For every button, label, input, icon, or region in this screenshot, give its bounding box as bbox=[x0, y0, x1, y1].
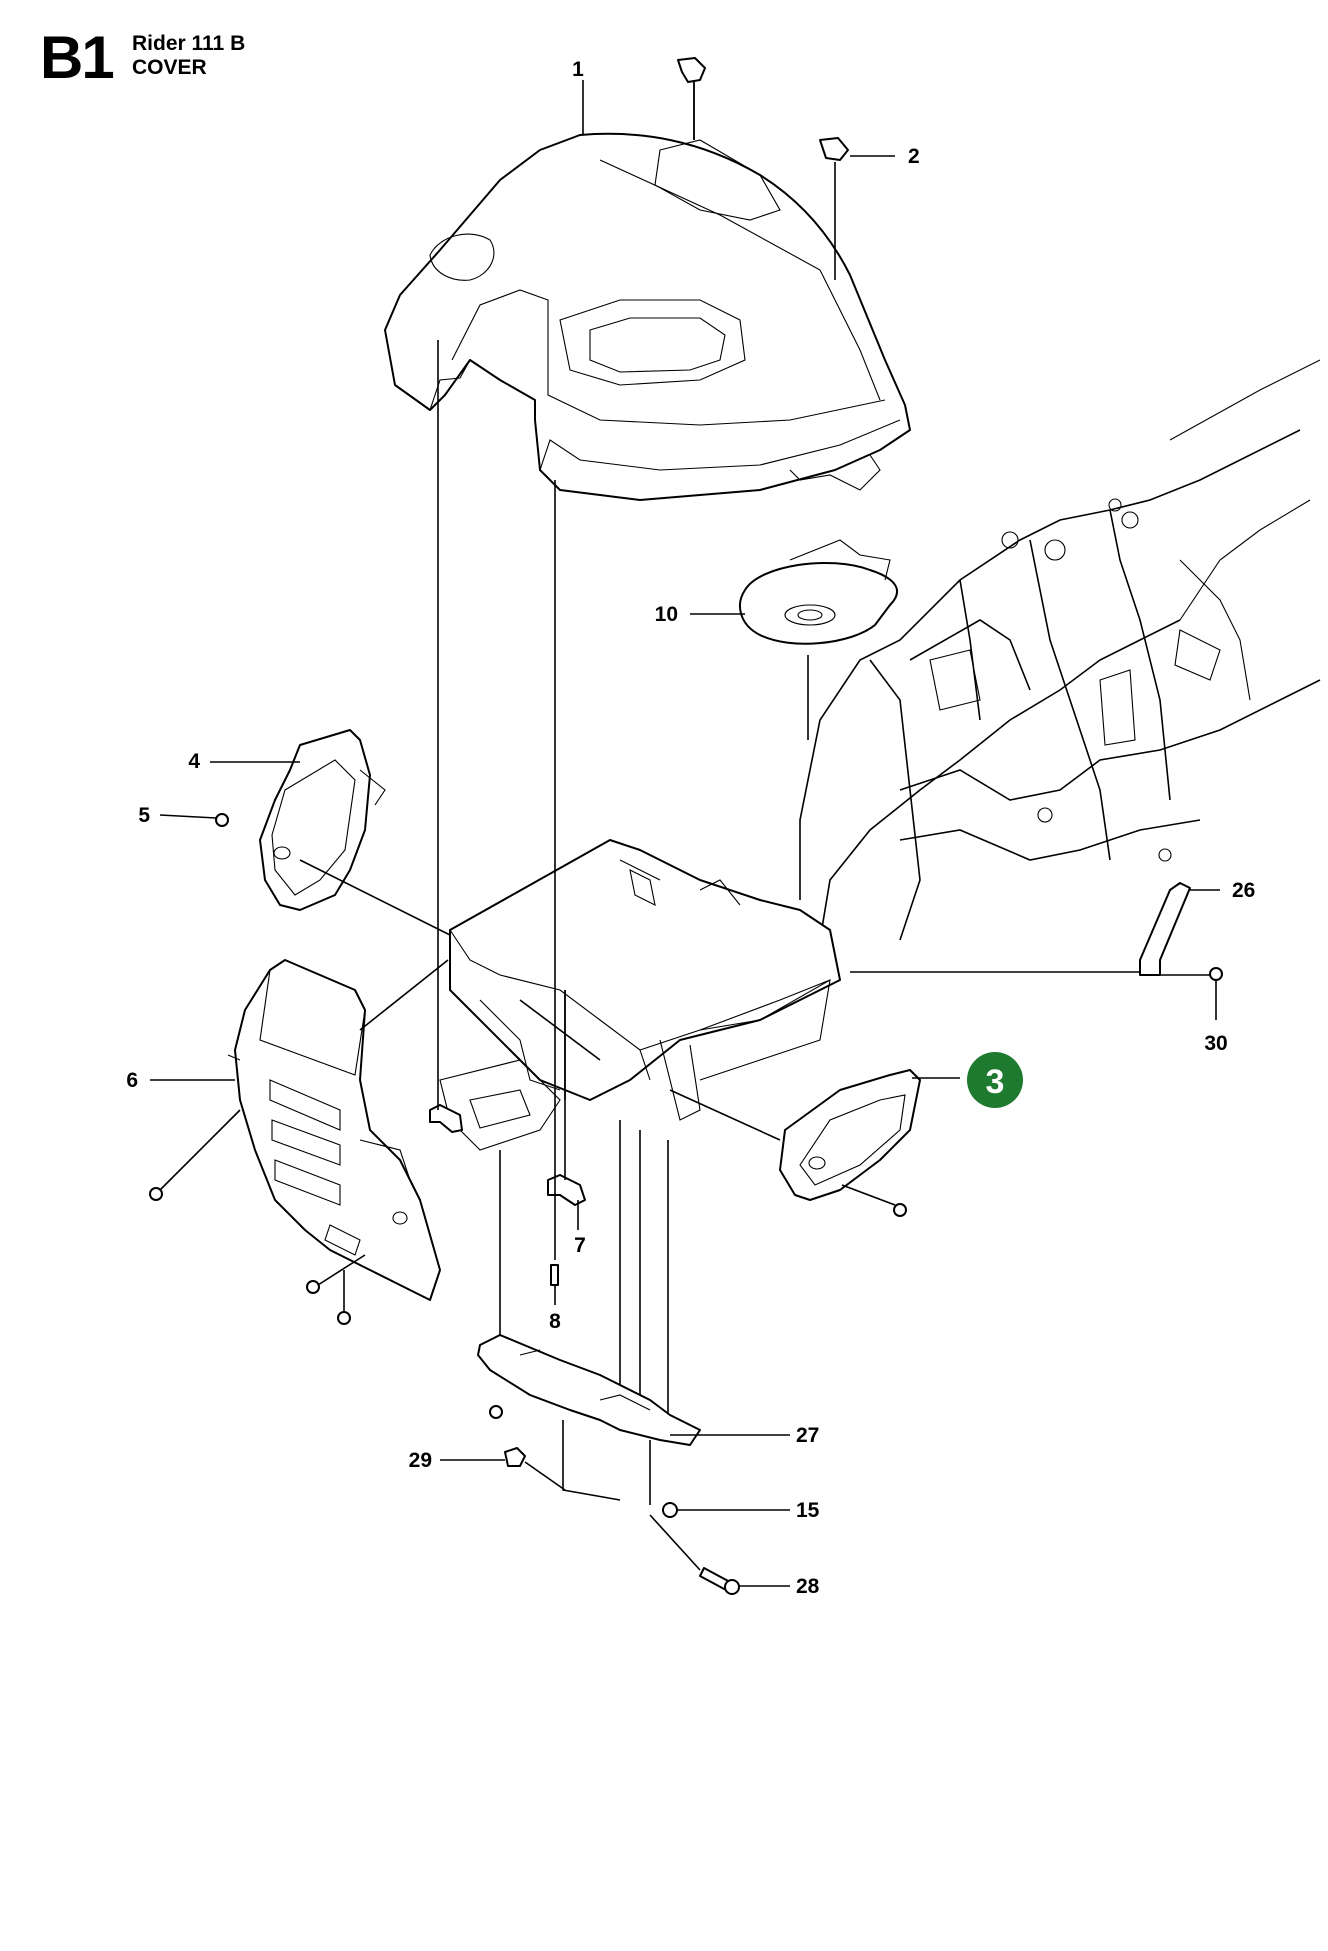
pedestal bbox=[439, 1059, 669, 1430]
clip-lower-left[interactable] bbox=[429, 1104, 463, 1133]
part-label-30: 30 bbox=[1204, 1032, 1227, 1055]
bolt-part-15[interactable] bbox=[662, 1502, 678, 1518]
side-cover-part-3[interactable] bbox=[669, 1069, 921, 1201]
part-label-4: 4 bbox=[188, 750, 200, 773]
nut-part-29[interactable] bbox=[504, 1447, 526, 1467]
part-label-6: 6 bbox=[126, 1069, 138, 1092]
pan-part-10[interactable] bbox=[739, 539, 898, 740]
model-name: Rider 111 B bbox=[132, 32, 246, 55]
screw-part-8[interactable] bbox=[550, 1264, 559, 1286]
part-label-8: 8 bbox=[549, 1310, 561, 1333]
hood-clip-2[interactable] bbox=[819, 137, 849, 161]
rod-part-26[interactable] bbox=[1139, 882, 1191, 976]
part-label-29: 29 bbox=[409, 1449, 432, 1472]
bolt-part-28[interactable] bbox=[699, 1567, 740, 1595]
screw-part-30[interactable] bbox=[1209, 967, 1223, 981]
rider-frame bbox=[799, 359, 1321, 941]
part-label-15: 15 bbox=[796, 1499, 820, 1522]
section-code: B1 bbox=[40, 24, 115, 91]
part-label-1: 1 bbox=[572, 58, 584, 81]
part-label-5: 5 bbox=[138, 804, 150, 827]
leader-lines bbox=[150, 80, 1220, 1587]
hood-cover-part[interactable] bbox=[384, 132, 911, 501]
part-label-7: 7 bbox=[574, 1234, 586, 1257]
screw-left-2[interactable] bbox=[306, 1280, 320, 1294]
part-label-27: 27 bbox=[796, 1424, 819, 1447]
part-label-26: 26 bbox=[1232, 879, 1255, 902]
side-cover-part-4[interactable] bbox=[259, 729, 386, 911]
screw-left-3[interactable] bbox=[337, 1311, 351, 1325]
assembly-name: COVER bbox=[132, 56, 207, 79]
part-label-28: 28 bbox=[796, 1575, 820, 1598]
part-label-10: 10 bbox=[655, 603, 678, 626]
screw-part-5[interactable] bbox=[215, 813, 229, 827]
clip-part-7[interactable] bbox=[547, 1174, 586, 1206]
hood-clip-upper[interactable] bbox=[677, 57, 706, 140]
part-label-2: 2 bbox=[908, 145, 920, 168]
bolt-plate-left[interactable] bbox=[489, 1405, 503, 1419]
center-panel bbox=[449, 839, 841, 1121]
bottom-plate-part-27[interactable] bbox=[477, 1334, 701, 1501]
highlight-badge-label: 3 bbox=[986, 1063, 1005, 1101]
side-panel-part-6[interactable] bbox=[227, 959, 441, 1301]
screw-left-1[interactable] bbox=[149, 1187, 163, 1201]
highlight-badge-3[interactable]: 3 bbox=[967, 1052, 1023, 1108]
screw-right-3[interactable] bbox=[893, 1203, 907, 1217]
